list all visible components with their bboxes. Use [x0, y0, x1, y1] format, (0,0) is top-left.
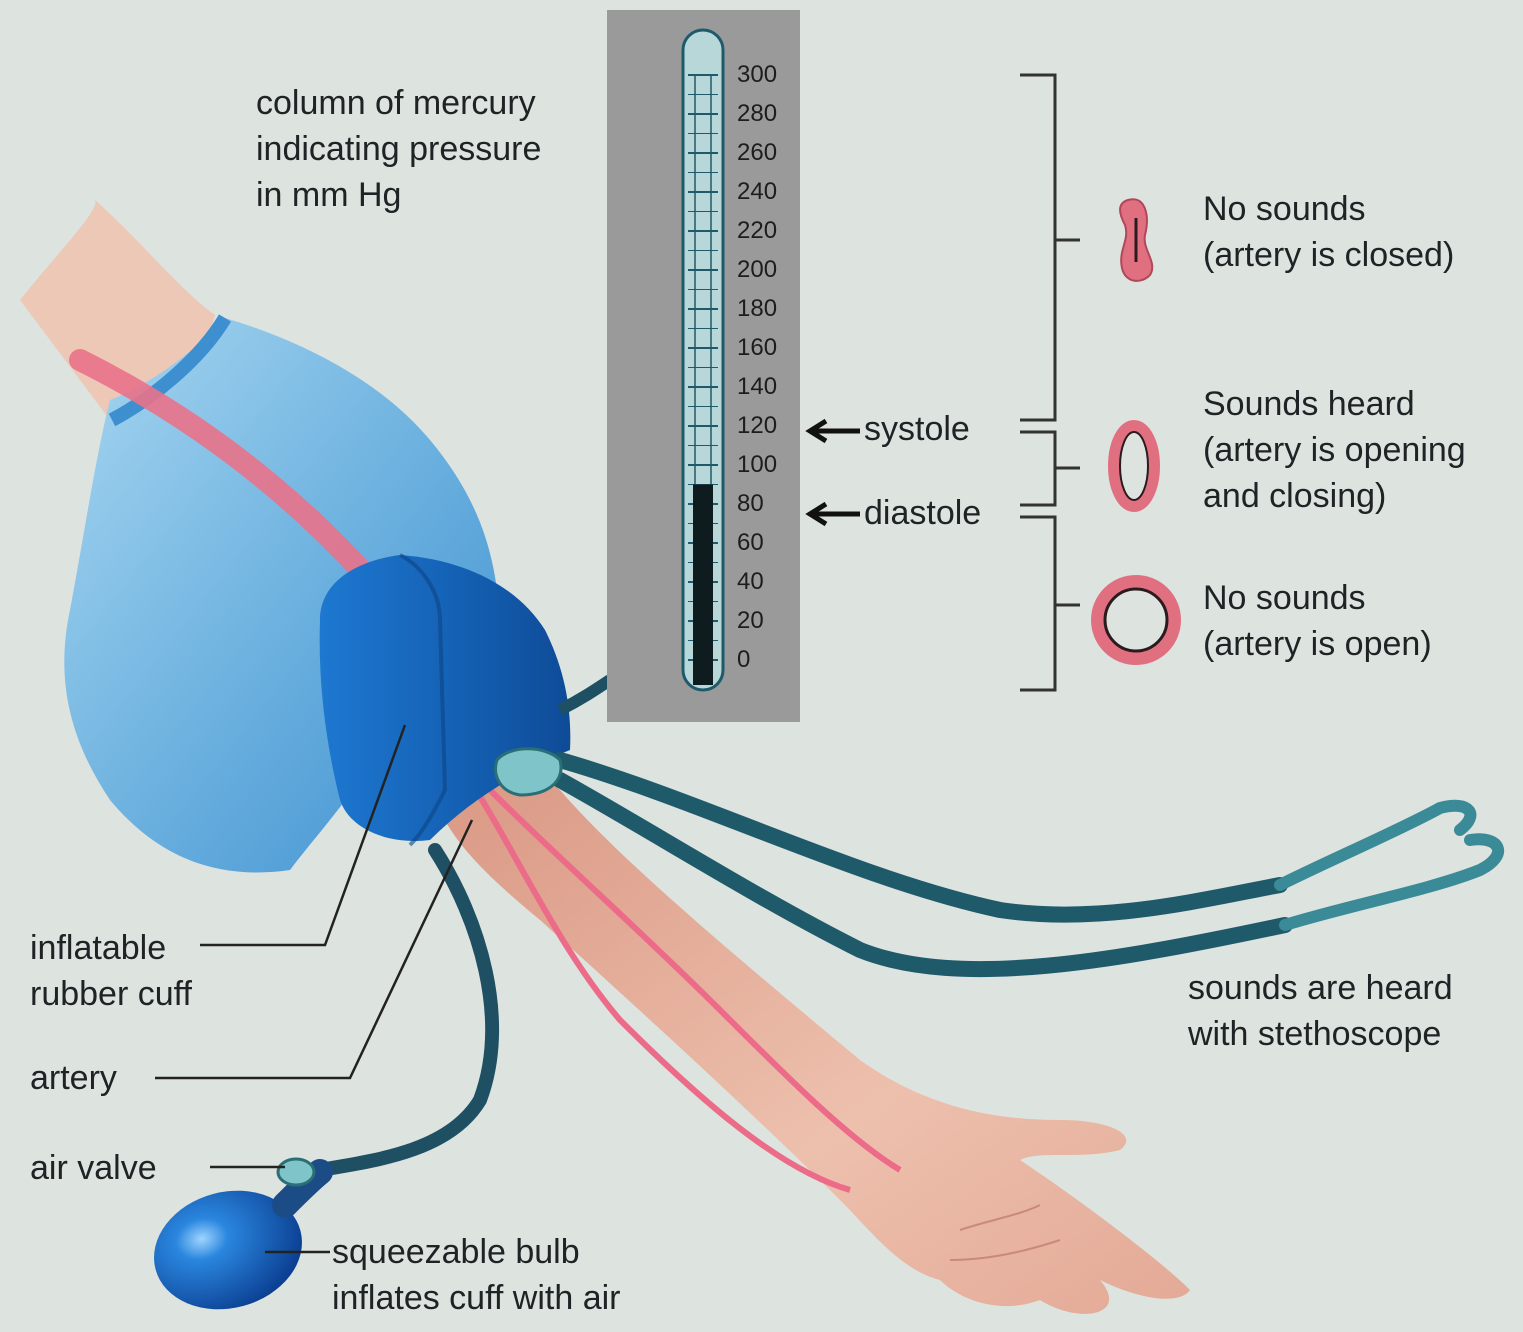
- manometer-tube: [560, 680, 610, 710]
- artery-label: artery: [30, 1055, 117, 1101]
- scale-label: 100: [737, 452, 777, 478]
- bracket-closed: [1020, 75, 1080, 420]
- artery-open-icon: [1098, 582, 1174, 658]
- state-closed-line-2: (artery is closed): [1203, 232, 1454, 278]
- diastole-label: diastole: [864, 490, 981, 536]
- cuff-label-line-1: inflatable: [30, 925, 192, 971]
- stethoscope-label-line-1: sounds are heard: [1188, 965, 1453, 1011]
- valve-label: air valve: [30, 1145, 157, 1191]
- scale-label: 60: [737, 530, 764, 556]
- bracket-open: [1020, 517, 1080, 690]
- artery-opening-lumen: [1120, 432, 1148, 500]
- state-open-label: No sounds (artery is open): [1203, 575, 1432, 667]
- scale-label: 40: [737, 569, 764, 595]
- bulb-label-line-2: inflates cuff with air: [332, 1275, 621, 1321]
- state-opening-line-2: (artery is opening: [1203, 427, 1466, 473]
- state-closed-label: No sounds (artery is closed): [1203, 186, 1454, 278]
- diastole-arrow: [810, 504, 860, 524]
- scale-label: 280: [737, 101, 777, 127]
- stethoscope-earpieces: [1280, 806, 1498, 925]
- systole-label: systole: [864, 406, 970, 452]
- cuff-label-line-2: rubber cuff: [30, 971, 192, 1017]
- state-opening-line-3: and closing): [1203, 473, 1466, 519]
- stethoscope-label: sounds are heard with stethoscope: [1188, 965, 1453, 1057]
- caption-line-2: indicating pressure: [256, 126, 541, 172]
- scale-label: 120: [737, 413, 777, 439]
- stethoscope-chest-piece[interactable]: [496, 749, 561, 795]
- caption-line-1: column of mercury: [256, 80, 541, 126]
- scale-label: 20: [737, 608, 764, 634]
- state-opening-label: Sounds heard (artery is opening and clos…: [1203, 381, 1466, 519]
- state-open-line-2: (artery is open): [1203, 621, 1432, 667]
- caption-line-3: in mm Hg: [256, 172, 541, 218]
- scale-label: 300: [737, 62, 777, 88]
- stethoscope-label-line-2: with stethoscope: [1188, 1011, 1453, 1057]
- state-open-line-1: No sounds: [1203, 575, 1432, 621]
- scale-label: 160: [737, 335, 777, 361]
- scale-label: 140: [737, 374, 777, 400]
- bulb-tube: [320, 850, 492, 1170]
- bracket-opening: [1020, 432, 1080, 505]
- scale-label: 0: [737, 647, 750, 673]
- state-closed-line-1: No sounds: [1203, 186, 1454, 232]
- mercury-column: [693, 485, 713, 686]
- artery-open-lumen: [1105, 589, 1167, 651]
- scale-label: 220: [737, 218, 777, 244]
- cuff-label: inflatable rubber cuff: [30, 925, 192, 1017]
- scale-label: 200: [737, 257, 777, 283]
- state-opening-line-1: Sounds heard: [1203, 381, 1466, 427]
- scale-label: 240: [737, 179, 777, 205]
- systole-arrow: [810, 421, 860, 441]
- air-valve[interactable]: [278, 1159, 314, 1185]
- scale-label: 180: [737, 296, 777, 322]
- bulb-label-line-1: squeezable bulb: [332, 1229, 621, 1275]
- scale-label: 80: [737, 491, 764, 517]
- scale-label: 260: [737, 140, 777, 166]
- manometer-caption: column of mercury indicating pressure in…: [256, 80, 541, 218]
- bulb-label: squeezable bulb inflates cuff with air: [332, 1229, 621, 1321]
